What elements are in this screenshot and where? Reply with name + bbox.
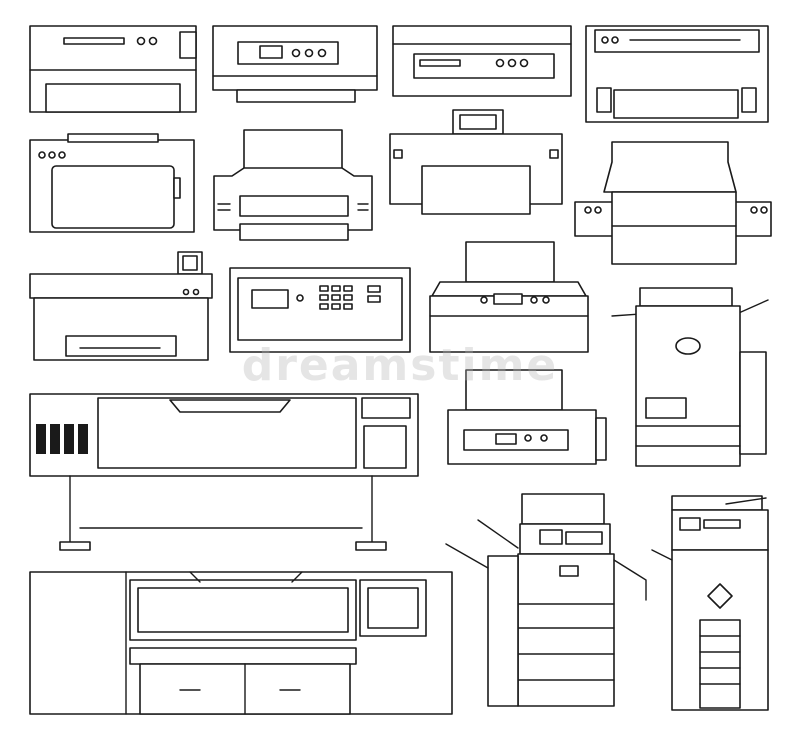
printer-2-icon bbox=[213, 26, 377, 102]
ink-cartridges-icon bbox=[36, 424, 88, 454]
printer-7-icon bbox=[390, 110, 562, 214]
printer-4-icon bbox=[586, 26, 768, 122]
keypad-icon bbox=[320, 286, 352, 309]
printer-1-icon bbox=[30, 26, 196, 112]
printer-5-icon bbox=[30, 134, 194, 232]
printer-12-icon bbox=[448, 370, 606, 464]
printer-9-icon bbox=[30, 252, 212, 360]
copier-2-icon bbox=[446, 494, 646, 706]
copier-1-icon bbox=[612, 288, 768, 466]
flatbed-printer-icon bbox=[30, 572, 452, 714]
plotter-icon bbox=[30, 394, 418, 550]
printer-10-icon bbox=[230, 268, 410, 352]
printer-6-icon bbox=[214, 130, 372, 240]
printer-8-icon bbox=[575, 142, 771, 264]
copier-3-icon bbox=[652, 496, 768, 710]
printer-3-icon bbox=[393, 26, 571, 96]
printer-11-icon bbox=[430, 242, 588, 352]
